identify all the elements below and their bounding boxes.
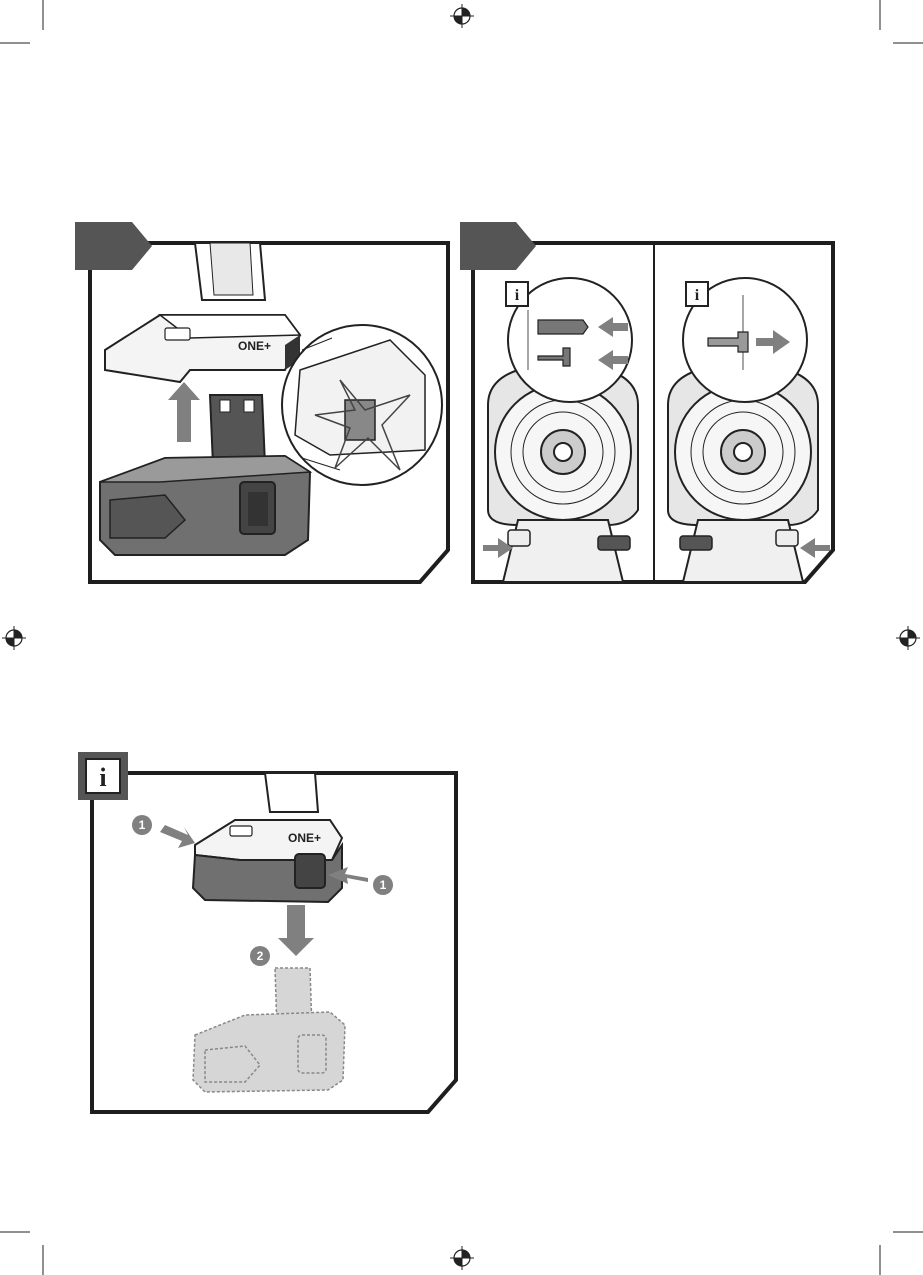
panel-2-illustration: i i — [458, 220, 843, 590]
panel-1-insert-battery: ONE+ — [70, 220, 455, 590]
step-arrow-tag-icon — [75, 222, 152, 270]
registration-crosshair-icon — [2, 626, 26, 650]
panel-2-direction-selector: i i — [458, 220, 843, 590]
step-arrow-tag-icon — [460, 222, 536, 270]
reverse-rotation-view: i — [668, 278, 830, 582]
panel-1-illustration: ONE+ — [70, 220, 455, 590]
registration-crosshair-icon — [450, 1246, 474, 1270]
press-arrow-icon — [160, 825, 195, 848]
ghost-battery — [193, 968, 345, 1092]
svg-text:1: 1 — [380, 878, 387, 892]
panel-3-illustration: i ONE+ 1 1 2 — [70, 750, 465, 1120]
svg-text:i: i — [99, 763, 106, 792]
push-arrow-icon — [800, 538, 830, 558]
svg-text:2: 2 — [257, 949, 264, 963]
svg-text:i: i — [515, 287, 520, 304]
up-arrow-icon — [168, 382, 200, 442]
forward-rotation-view: i — [483, 278, 638, 582]
registration-crosshair-icon — [450, 4, 474, 28]
tool-logo: ONE+ — [288, 831, 321, 845]
down-arrow-icon — [278, 905, 314, 956]
tool-logo: ONE+ — [238, 339, 271, 353]
svg-text:i: i — [695, 287, 700, 304]
drill-bit-icon — [538, 320, 588, 334]
svg-text:1: 1 — [139, 818, 146, 832]
panel-3-remove-battery: i ONE+ 1 1 2 — [70, 750, 465, 1120]
registration-crosshair-icon — [896, 626, 920, 650]
